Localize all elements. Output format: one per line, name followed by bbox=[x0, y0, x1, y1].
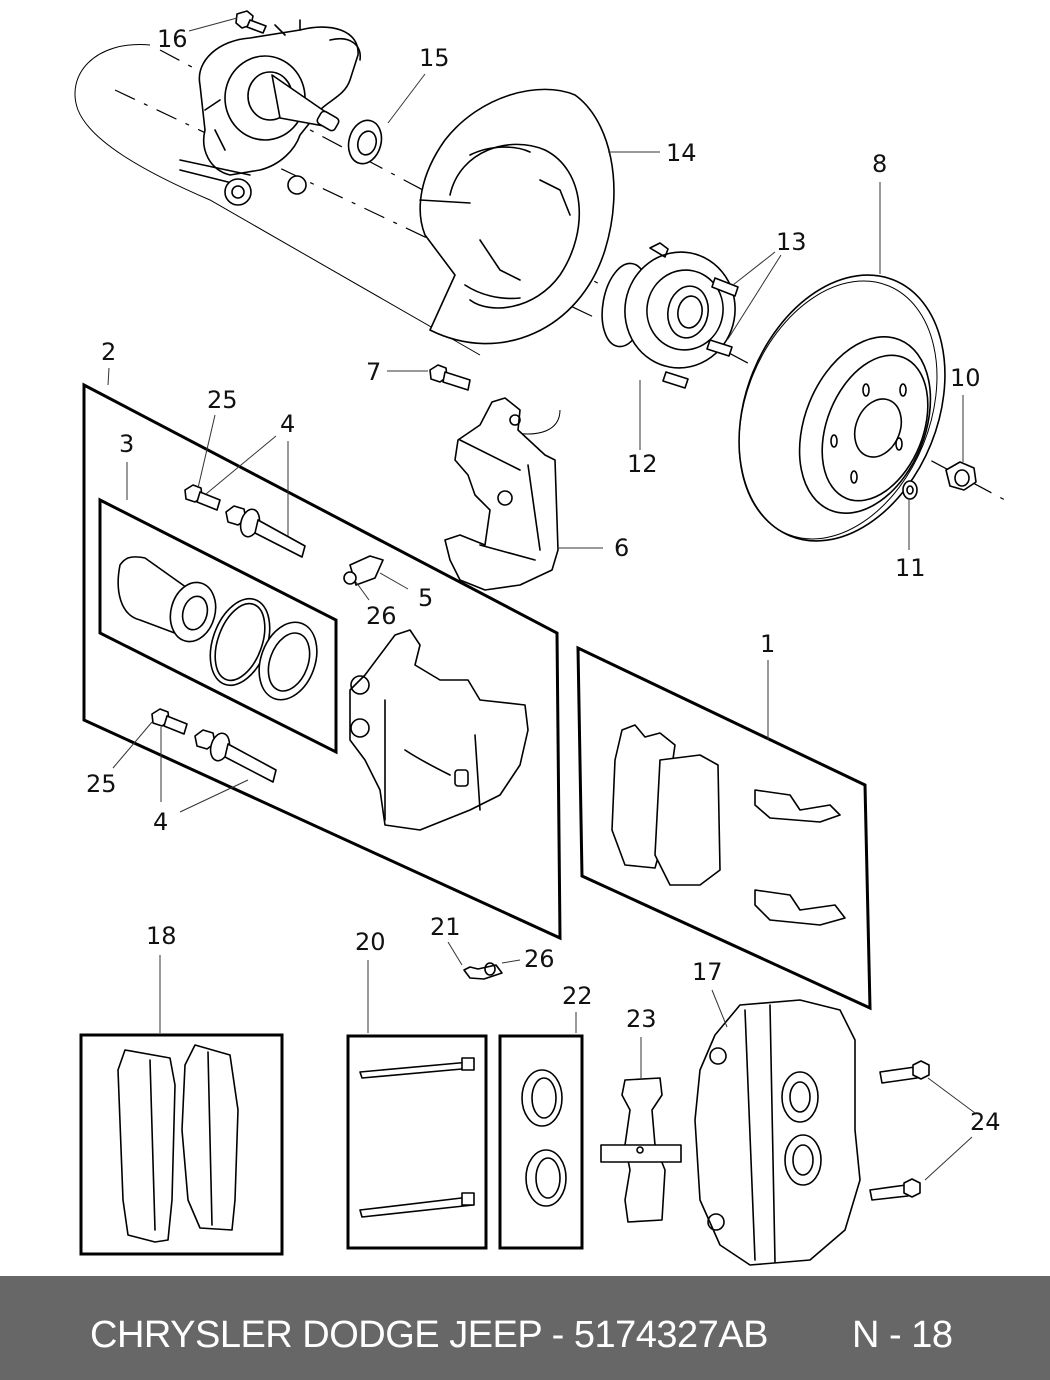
callout-2: 2 bbox=[101, 338, 116, 366]
callout-12: 12 bbox=[627, 450, 658, 478]
part-16-bolt bbox=[235, 10, 267, 34]
part-6-caliper-bracket bbox=[444, 397, 559, 591]
part-18-brake-pads bbox=[117, 1044, 239, 1243]
kit-3-outline bbox=[98, 497, 338, 755]
callout-25-lower: 25 bbox=[86, 770, 117, 798]
part-12-hub-bearing bbox=[601, 242, 736, 369]
callout-6: 6 bbox=[614, 534, 629, 562]
callout-13: 13 bbox=[776, 228, 807, 256]
part-22-piston-seals bbox=[521, 1069, 567, 1207]
part-23-anti-rattle-clip bbox=[600, 1077, 682, 1223]
part-24-mounting-bolts bbox=[869, 1060, 930, 1201]
callout-4-lower: 4 bbox=[153, 808, 168, 836]
callout-7: 7 bbox=[366, 358, 381, 386]
part-13-wheel-studs bbox=[662, 277, 739, 389]
callout-25-upper: 25 bbox=[207, 386, 238, 414]
part-5-bleeder-cap bbox=[343, 555, 384, 586]
brand-part-number: CHRYSLER DODGE JEEP - 5174327AB bbox=[90, 1314, 768, 1356]
page-reference: N - 18 bbox=[852, 1314, 953, 1356]
part-4-guide-pin-upper bbox=[225, 505, 306, 558]
part-20-guide-pins bbox=[359, 1057, 475, 1218]
kit-18-outline bbox=[79, 1033, 284, 1256]
callout-4-upper: 4 bbox=[280, 410, 295, 438]
callout-23: 23 bbox=[626, 1005, 657, 1033]
callout-18: 18 bbox=[146, 922, 177, 950]
callout-16: 16 bbox=[157, 25, 188, 53]
callout-26-upper: 26 bbox=[366, 602, 397, 630]
part-14-backing-plate bbox=[419, 88, 615, 345]
part-25-bolt-lower bbox=[151, 708, 188, 735]
callout-3: 3 bbox=[119, 430, 134, 458]
callout-24: 24 bbox=[970, 1108, 1001, 1136]
part-1-pads-and-clips bbox=[611, 724, 846, 926]
kit-1-outline bbox=[576, 645, 872, 1011]
callout-5: 5 bbox=[418, 584, 433, 612]
callout-22: 22 bbox=[562, 982, 593, 1010]
part-25-bolt-upper bbox=[184, 484, 221, 511]
callout-17: 17 bbox=[692, 958, 723, 986]
part-7-bolt bbox=[429, 364, 471, 391]
callout-21: 21 bbox=[430, 913, 461, 941]
part-knuckle-housing bbox=[179, 19, 361, 206]
callout-14: 14 bbox=[666, 139, 697, 167]
kit-22-outline bbox=[498, 1034, 584, 1250]
parts-diagram: 1 2 3 4 4 5 6 7 8 10 11 12 13 14 15 16 1… bbox=[74, 10, 1006, 1266]
kit-20-outline bbox=[346, 1034, 488, 1250]
part-8-brake-rotor bbox=[738, 274, 946, 542]
part-15-washer bbox=[347, 119, 383, 165]
callout-11: 11 bbox=[895, 554, 926, 582]
leader-lines bbox=[107, 17, 976, 1181]
callout-labels: 1 2 3 4 4 5 6 7 8 10 11 12 13 14 15 16 1… bbox=[86, 25, 1001, 1136]
footer-bar: CHRYSLER DODGE JEEP - 5174327AB N - 18 bbox=[0, 1276, 1050, 1380]
part-11-washer bbox=[902, 480, 918, 500]
callout-8: 8 bbox=[872, 150, 887, 178]
callout-26-lower: 26 bbox=[524, 945, 555, 973]
kit-2-outline bbox=[82, 382, 562, 941]
part-17-caliper-fixed bbox=[694, 999, 861, 1266]
part-4-guide-pin-lower bbox=[194, 729, 277, 783]
callout-1: 1 bbox=[760, 630, 775, 658]
part-3-piston-seals bbox=[117, 556, 318, 701]
callout-15: 15 bbox=[419, 44, 450, 72]
part-caliper-body bbox=[349, 629, 529, 831]
callout-10: 10 bbox=[950, 364, 981, 392]
callout-20: 20 bbox=[355, 928, 386, 956]
part-21-bleeder-screw bbox=[463, 962, 503, 980]
part-10-hub-nut bbox=[945, 461, 977, 491]
